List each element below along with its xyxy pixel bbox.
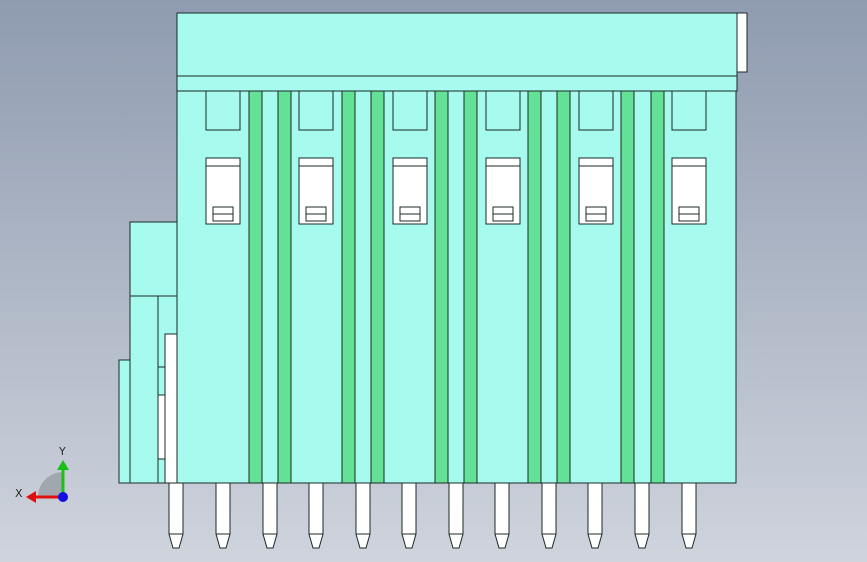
side-flange xyxy=(118,221,178,484)
flange-post xyxy=(164,333,178,484)
rib xyxy=(556,90,571,484)
housing-edge-strip xyxy=(736,12,748,73)
rib xyxy=(341,90,356,484)
slot-notch xyxy=(483,90,523,131)
contact-pins xyxy=(168,482,697,549)
housing-top-band xyxy=(176,75,738,92)
contact-pin xyxy=(308,482,324,549)
connector-housing xyxy=(176,12,748,484)
housing-ribs xyxy=(248,90,665,484)
z-axis-dot xyxy=(58,492,68,502)
contact-pin xyxy=(215,482,231,549)
contact-pin xyxy=(587,482,603,549)
housing-main xyxy=(176,90,737,484)
rib xyxy=(248,90,263,484)
housing-top-cap xyxy=(176,12,738,77)
rib xyxy=(650,90,665,484)
contact-pin xyxy=(262,482,278,549)
contact-pin xyxy=(634,482,650,549)
rib xyxy=(463,90,478,484)
axis-triad: XY xyxy=(15,445,69,503)
rib xyxy=(277,90,292,484)
slot-notch xyxy=(203,90,243,131)
slot-notch xyxy=(390,90,430,131)
latch-slots xyxy=(203,90,709,225)
x-axis-arrow xyxy=(26,491,36,503)
slot-notch xyxy=(669,90,709,131)
contact-pin xyxy=(448,482,464,549)
rib xyxy=(527,90,542,484)
y-axis-label: Y xyxy=(58,445,66,458)
flange-tab xyxy=(157,394,166,460)
rib xyxy=(434,90,449,484)
contact-pin xyxy=(401,482,417,549)
triad-plane xyxy=(38,472,63,497)
contact-pin xyxy=(681,482,697,549)
contact-pin xyxy=(168,482,184,549)
slot-notch xyxy=(576,90,616,131)
flange-lip xyxy=(118,359,131,484)
x-axis-label: X xyxy=(15,487,23,500)
rib xyxy=(370,90,385,484)
contact-pin xyxy=(541,482,557,549)
y-axis-arrow xyxy=(57,460,69,470)
slot-notch xyxy=(296,90,336,131)
contact-pin xyxy=(494,482,510,549)
contact-pin xyxy=(355,482,371,549)
rib xyxy=(620,90,635,484)
